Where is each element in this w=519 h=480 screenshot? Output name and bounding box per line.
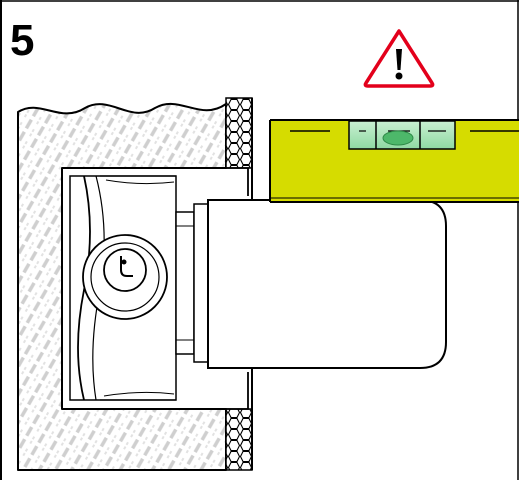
insulation-strip-bottom — [225, 408, 253, 471]
step-number: 5 — [10, 16, 34, 65]
cylinder-collar — [175, 203, 209, 363]
level-bubble — [382, 130, 414, 146]
spirit-level — [269, 119, 519, 203]
warning-triangle-icon — [363, 29, 435, 88]
knob-body — [207, 199, 447, 369]
lock-cylinder-face — [82, 234, 168, 320]
insulation-strip-top — [225, 97, 253, 169]
